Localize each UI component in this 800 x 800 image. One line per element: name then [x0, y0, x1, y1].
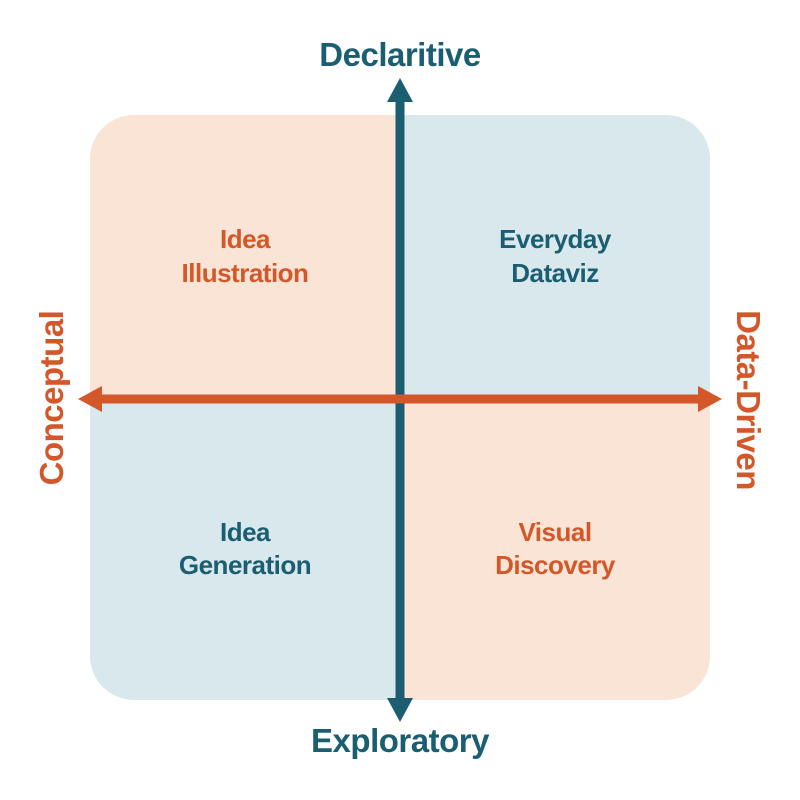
quadrant-label-line: Illustration: [181, 257, 309, 288]
quadrant-top-right: Everyday Dataviz: [400, 115, 710, 399]
quadrant-label-line: Idea: [219, 516, 271, 547]
axis-label-top: Declaritive: [319, 36, 481, 73]
quadrant-label-line: Generation: [178, 550, 312, 581]
quadrant-label-idea-illustration: Idea Illustration: [182, 223, 309, 290]
arrowhead-up-icon: [387, 78, 413, 102]
arrowhead-down-icon: [387, 698, 413, 722]
quadrant-bottom-left: Idea Generation: [90, 398, 400, 700]
quadrant-top-left: Idea Illustration: [90, 115, 400, 399]
quadrant-bottom-right: Visual Discovery: [400, 398, 710, 700]
axis-label-bottom: Exploratory: [311, 722, 489, 759]
quadrant-label-visual-discovery: Visual Discovery: [495, 516, 615, 583]
quadrant-label-line: Discovery: [495, 550, 615, 581]
axis-label-right: Data-Driven: [730, 310, 767, 490]
quadrant-label-idea-generation: Idea Generation: [178, 516, 312, 583]
quadrant-grid: Idea Illustration Everyday Dataviz Idea …: [90, 115, 710, 700]
quadrant-label-line: Everyday: [499, 224, 611, 255]
quadrant-label-line: Idea: [219, 224, 271, 255]
quadrant-label-line: Dataviz: [511, 257, 599, 288]
quadrant-label-everyday-dataviz: Everyday Dataviz: [499, 223, 611, 290]
quadrant-label-line: Visual: [518, 516, 592, 547]
axis-label-left: Conceptual: [33, 310, 70, 486]
